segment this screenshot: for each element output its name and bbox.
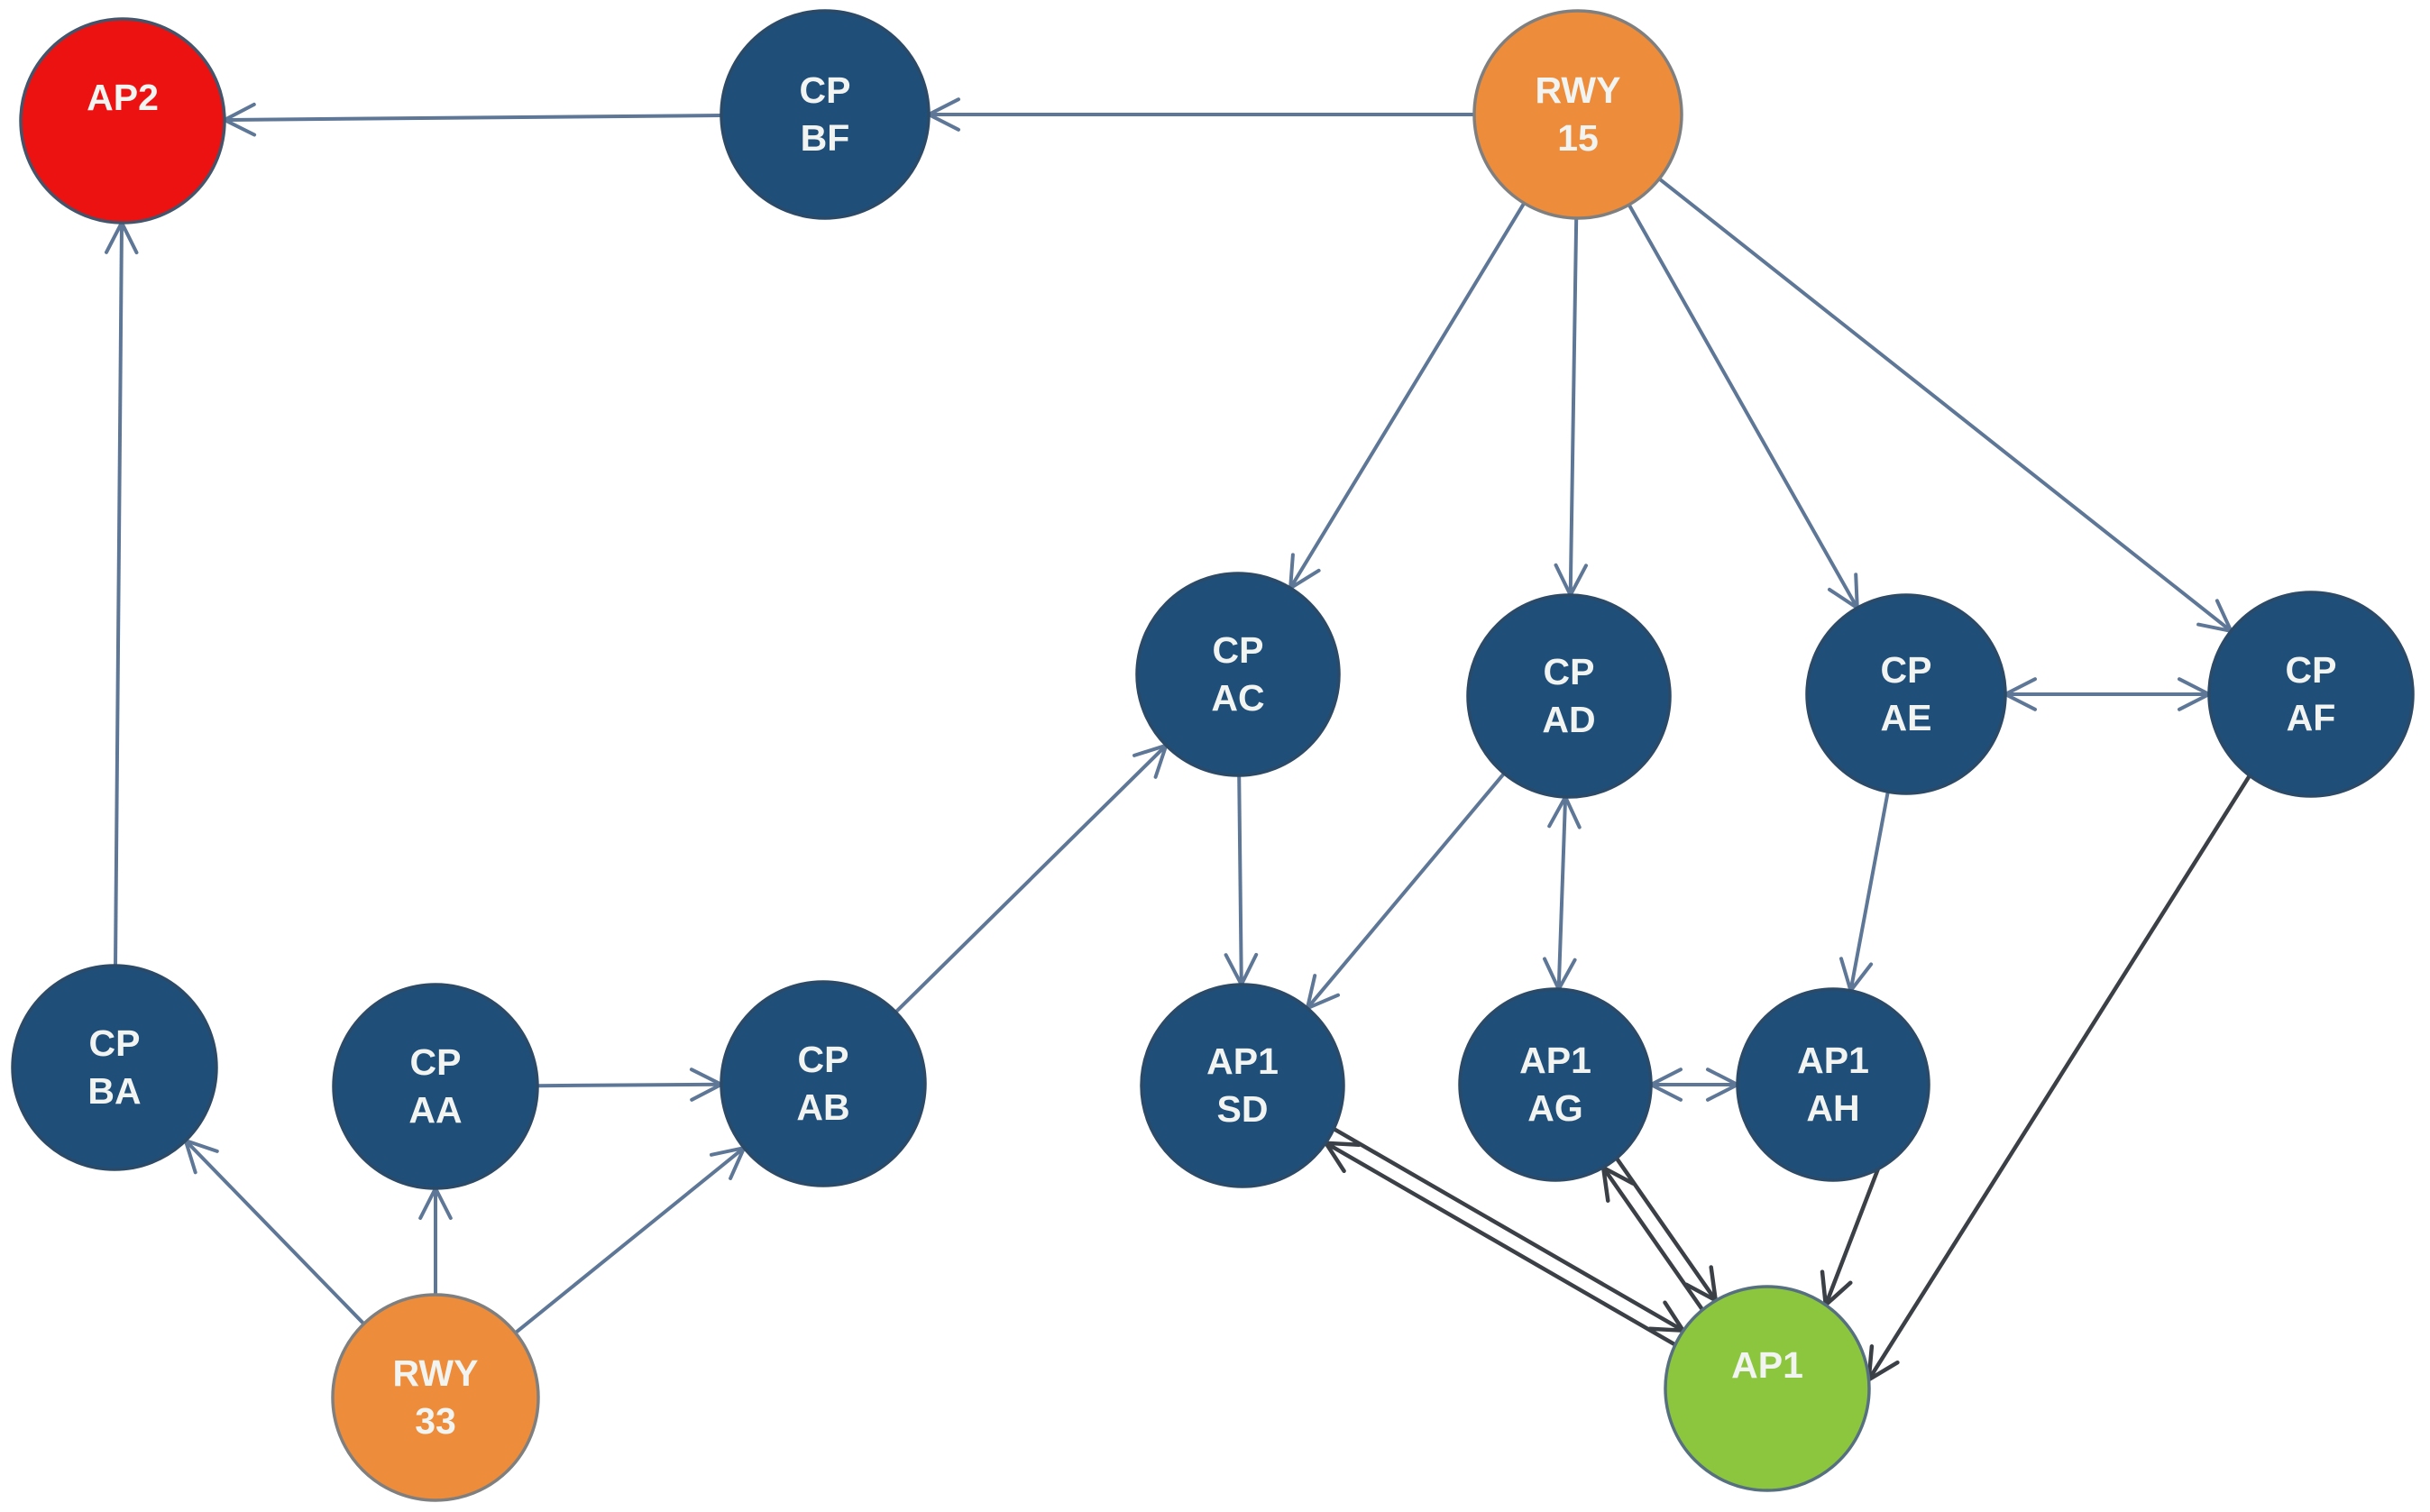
- node-ap2-label: AP2: [87, 77, 159, 118]
- edge-ap1-ag-to-ap1: [1615, 1157, 1719, 1305]
- edge-ap1-to-ap1-sd: [1322, 1141, 1676, 1347]
- edge-rwy-33-to-cp-ba: [182, 1137, 365, 1325]
- edge-ap1-ag-to-ap1-ah: [1646, 1068, 1742, 1102]
- node-cp-aa-circle: [332, 983, 539, 1190]
- edge-rwy-15-to-cp-af: [1657, 177, 2234, 634]
- arrowhead-icon: [1647, 1300, 1687, 1333]
- node-ap1-label: AP1: [1731, 1344, 1803, 1386]
- arrowhead-icon: [1322, 1141, 1362, 1174]
- node-ap2-circle: [19, 17, 226, 225]
- edge-cp-ac-to-ap1-sd: [1224, 774, 1259, 989]
- node-rwy-15-circle: [1472, 9, 1683, 220]
- edge-rwy-15-to-cp-ae: [1627, 204, 1859, 612]
- node-rwy-33-circle: [331, 1293, 540, 1502]
- edge-cp-bf-to-ap2: [220, 102, 722, 137]
- edge-cp-ad-to-ap1-ag: [1543, 793, 1582, 994]
- node-cp-ba-circle: [11, 964, 218, 1171]
- edge-rwy-15-to-cp-bf: [924, 97, 1474, 132]
- edge-rwy-33-to-cp-aa: [418, 1184, 453, 1295]
- node-cp-ac-circle: [1135, 572, 1341, 777]
- edge-rwy-33-to-cp-ab: [514, 1145, 747, 1334]
- edge-cp-ab-to-cp-ac: [894, 742, 1169, 1014]
- node-ap2: AP2: [19, 17, 226, 225]
- node-ap1-ah-circle: [1736, 987, 1930, 1182]
- edge-cp-ba-to-ap2: [105, 218, 139, 967]
- node-cp-ad-circle: [1466, 593, 1672, 799]
- edge-cp-ad-to-ap1-sd: [1305, 772, 1506, 1012]
- edge-ap1-to-ap1-ag: [1600, 1164, 1704, 1311]
- edge-cp-aa-to-cp-ab: [536, 1068, 726, 1102]
- node-ap1-ag-circle: [1458, 987, 1653, 1182]
- node-cp-ab-circle: [720, 980, 927, 1187]
- node-cp-ae-circle: [1805, 593, 2007, 795]
- node-ap1: AP1: [1664, 1285, 1871, 1492]
- node-cp-bf-circle: [720, 9, 931, 220]
- edge-rwy-15-to-cp-ac: [1288, 202, 1527, 592]
- node-ap1-circle: [1664, 1285, 1871, 1492]
- node-ap1-sd-circle: [1140, 983, 1345, 1188]
- edge-ap1-ah-to-ap1: [1820, 1168, 1880, 1310]
- edge-cp-ae-to-cp-af: [2001, 677, 2214, 711]
- edge-rwy-15-to-cp-ad: [1554, 217, 1588, 600]
- edge-cp-ae-to-ap1-ah: [1839, 791, 1890, 995]
- node-cp-af-circle: [2207, 591, 2415, 798]
